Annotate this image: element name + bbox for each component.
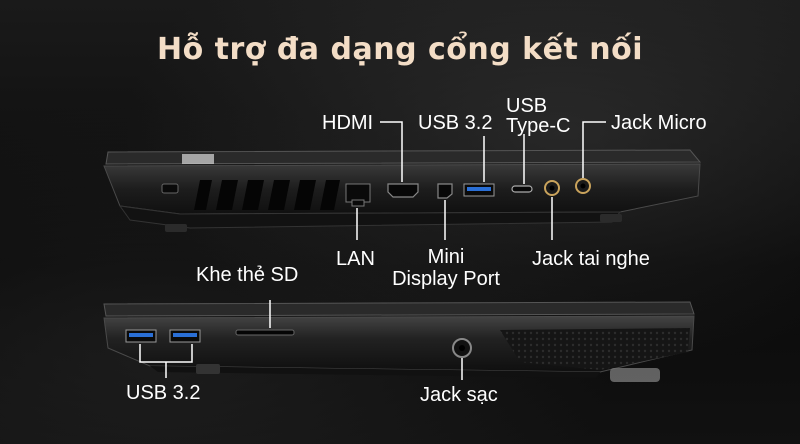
sd-card-slot [235, 329, 295, 336]
label-mini-line1: Mini [427, 246, 465, 268]
charging-jack [452, 338, 472, 358]
mini-displayport-port [437, 183, 453, 199]
label-mini-displayport: Mini Display Port [384, 246, 508, 290]
label-hdmi: HDMI [322, 112, 374, 134]
label-jack-tai-nghe: Jack tai nghe [532, 248, 650, 270]
headphone-jack [544, 180, 560, 196]
mic-jack [575, 178, 591, 194]
laptop-left-side [103, 149, 702, 232]
page-title: Hỗ trợ đa dạng cổng kết nối [156, 32, 643, 67]
label-usb32-top: USB 3.2 [418, 112, 493, 134]
label-usb-typec-line1: USB [506, 95, 548, 117]
usb-port-top [463, 183, 495, 197]
usb-port-bottom-1 [125, 329, 157, 343]
usb-typec-port [511, 185, 533, 193]
vent-grille [194, 180, 340, 210]
hdmi-port [387, 183, 419, 198]
label-usb-typec: USB Type-C [506, 96, 570, 136]
label-usb32-bottom: USB 3.2 [126, 382, 201, 404]
label-jack-sac: Jack sạc [420, 384, 498, 406]
lan-port [345, 183, 371, 207]
label-khe-the-sd: Khe thẻ SD [196, 264, 299, 286]
label-usb-typec-line2: Type-C [506, 115, 571, 137]
label-jack-micro: Jack Micro [611, 112, 707, 134]
label-mini-line2: Display Port [392, 268, 500, 290]
usb-port-bottom-2 [169, 329, 201, 343]
leader-lines-top [356, 121, 606, 240]
label-lan: LAN [336, 248, 375, 270]
laptop-right-side [103, 301, 695, 382]
leader-lines-bottom [139, 300, 463, 380]
